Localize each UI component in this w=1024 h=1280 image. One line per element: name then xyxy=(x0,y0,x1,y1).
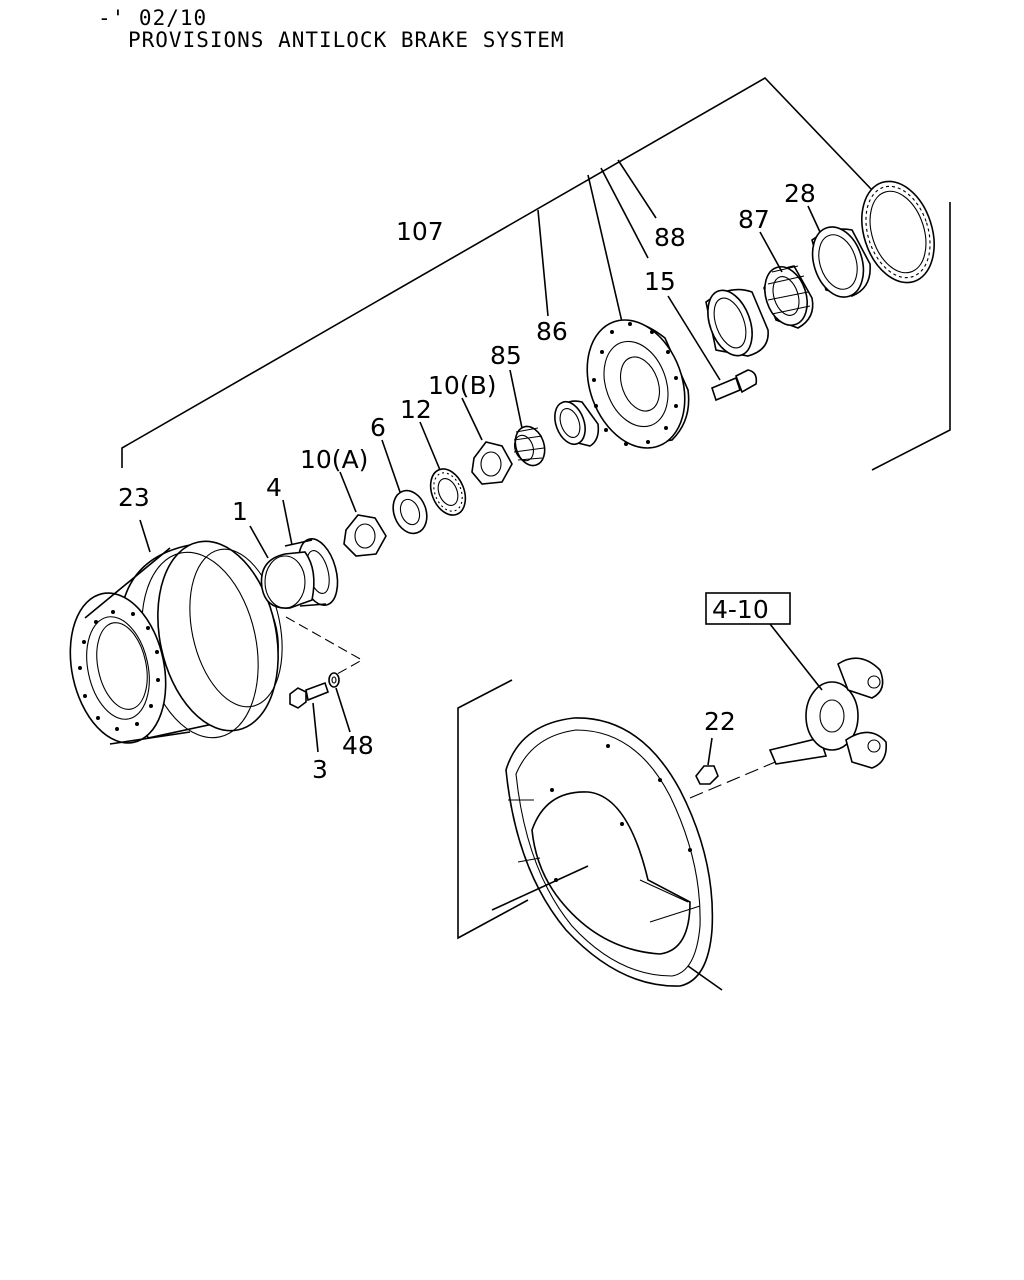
callout-4: 4 xyxy=(266,473,282,502)
bolt[interactable] xyxy=(289,681,329,709)
cover-bolt[interactable] xyxy=(695,765,719,785)
callout-3: 3 xyxy=(312,755,328,784)
dust-cover[interactable] xyxy=(505,717,714,987)
leader-15 xyxy=(667,295,721,381)
callout-10b: 10(B) xyxy=(428,371,496,400)
steering-knuckle[interactable] xyxy=(768,657,888,769)
callout-87: 87 xyxy=(738,205,770,234)
oil-seal[interactable] xyxy=(804,220,872,303)
leader-22-inner xyxy=(491,865,589,911)
leader-10b xyxy=(461,397,483,441)
lock-plate[interactable] xyxy=(424,464,472,520)
alignment-line-cap xyxy=(285,616,364,679)
abs-sensor-ring[interactable] xyxy=(850,172,947,292)
leader-6 xyxy=(381,439,401,493)
leader-48 xyxy=(335,687,351,733)
alignment-line-knuckle xyxy=(689,759,781,799)
lock-washer[interactable] xyxy=(387,486,432,538)
callout-23: 23 xyxy=(118,483,150,512)
callout-85: 85 xyxy=(490,341,522,370)
leader-22 xyxy=(687,965,723,991)
callout-88: 88 xyxy=(654,223,686,252)
callout-48: 48 xyxy=(342,731,374,760)
leader-4 xyxy=(282,499,293,546)
inner-race[interactable] xyxy=(700,284,769,362)
knuckle-ref-box[interactable] xyxy=(705,592,791,625)
callout-10a: 10(A) xyxy=(300,445,368,474)
leader-28 xyxy=(807,205,821,233)
wheel-hub[interactable] xyxy=(570,306,702,462)
leader-35 xyxy=(707,737,713,766)
nut-b[interactable] xyxy=(471,441,513,485)
callout-15: 15 xyxy=(644,267,676,296)
leader-4-10 xyxy=(769,623,823,691)
callout-35: 22 xyxy=(704,707,736,736)
leader-3 xyxy=(312,702,319,753)
brake-drum[interactable] xyxy=(57,530,295,752)
washer[interactable] xyxy=(328,672,340,688)
callout-28: 28 xyxy=(784,179,816,208)
callout-86: 86 xyxy=(536,317,568,346)
leader-23 xyxy=(139,519,151,553)
diagram-title: PROVISIONS ANTILOCK BRAKE SYSTEM xyxy=(128,28,565,52)
callout-12: 12 xyxy=(400,395,432,424)
date-range: -' 02/10 xyxy=(98,6,208,30)
leader-12 xyxy=(419,421,441,471)
outer-bearing[interactable] xyxy=(511,423,550,470)
callout-6: 6 xyxy=(370,413,386,442)
leader-1 xyxy=(249,525,269,559)
outer-race[interactable] xyxy=(549,398,600,449)
hub-bolt[interactable] xyxy=(711,369,758,402)
leader-87 xyxy=(759,231,783,273)
hub-assembly-bracket xyxy=(121,76,951,471)
leader-85 xyxy=(509,369,523,429)
callout-1: 1 xyxy=(232,497,248,526)
nut-a[interactable] xyxy=(343,514,387,557)
hub-cap[interactable] xyxy=(260,551,315,609)
dust-cover-bracket xyxy=(457,679,529,940)
inner-bearing[interactable] xyxy=(758,261,815,330)
callout-4-10[interactable]: 4-10 xyxy=(712,595,769,624)
leader-10a xyxy=(339,471,357,513)
callout-107: 107 xyxy=(396,217,444,246)
